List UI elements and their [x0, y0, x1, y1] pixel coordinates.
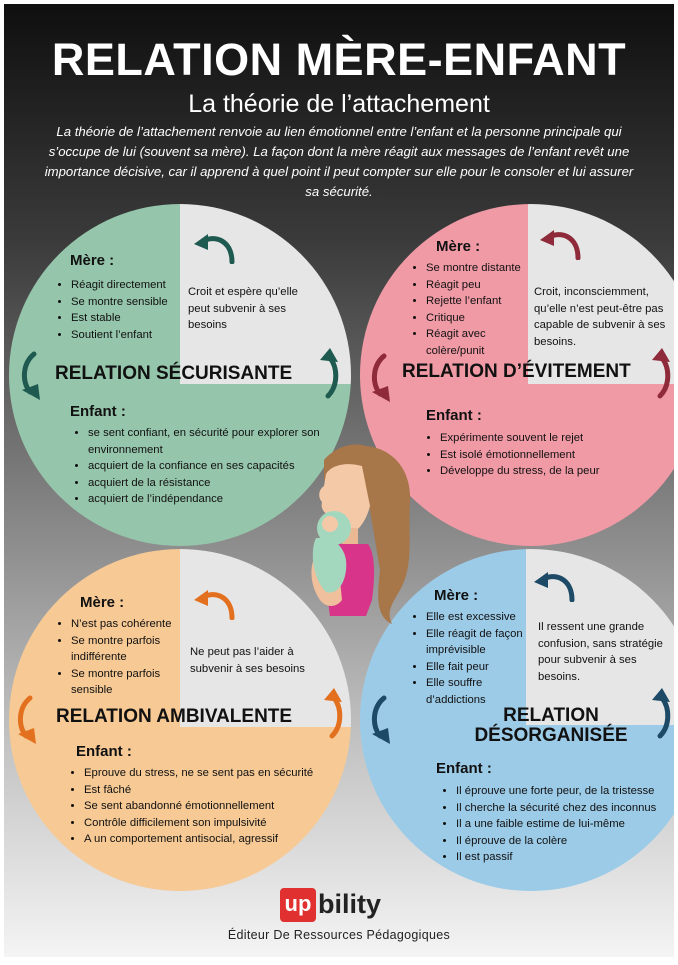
disorganized-title-line2: DÉSORGANISÉE	[474, 725, 628, 746]
list-item: acquiert de la confiance en ses capacité…	[88, 458, 346, 475]
list-item: N’est pas cohérente	[71, 616, 189, 633]
disorganized-title: RELATION DÉSORGANISÉE	[456, 706, 646, 746]
list-item: Il éprouve de la colère	[456, 833, 674, 850]
intro-text: La théorie de l’attachement renvoie au l…	[44, 124, 634, 199]
list-item: Elle est excessive	[426, 609, 540, 626]
list-item: Développe du stress, de la peur	[440, 463, 660, 480]
list-item: Il est passif	[456, 849, 674, 866]
list-item: Se montre parfois indifférente	[71, 633, 189, 666]
list-item: Se montre parfois sensible	[71, 666, 189, 699]
list-item: Elle fait peur	[426, 659, 540, 676]
disorganized-child-label: Enfant :	[436, 760, 492, 777]
list-item: Réagit avec colère/punit	[426, 326, 538, 359]
avoidant-child-list: Expérimente souvent le rejet Est isolé é…	[428, 430, 660, 480]
curved-arrow-icon	[22, 351, 40, 400]
disorganized-child-belief: Il ressent une grande confusion, sans st…	[538, 621, 663, 683]
list-item: Il a une faible estime de lui-même	[456, 816, 674, 833]
ambivalent-mother-label: Mère :	[80, 594, 125, 611]
list-item: Critique	[426, 310, 538, 327]
page-title: RELATION MÈRE-ENFANT	[51, 34, 627, 85]
curved-arrow-icon	[194, 234, 235, 264]
upbility-logo: up bility	[280, 888, 410, 922]
list-item: Elle réagit de façon imprévisible	[426, 626, 540, 659]
ambivalent-circle	[9, 549, 351, 891]
secure-title: RELATION SÉCURISANTE	[55, 363, 293, 384]
avoidant-mother-label: Mère :	[436, 238, 481, 255]
avoidant-mother-list: Se montre distante Réagit peu Rejette l’…	[414, 260, 538, 359]
list-item: Est fâché	[84, 782, 346, 799]
list-item: Réagit peu	[426, 277, 538, 294]
curved-arrow-icon	[540, 230, 581, 260]
ambivalent-child-list: Eprouve du stress, ne se sent pas en séc…	[72, 765, 346, 848]
ambivalent-child-belief: Ne peut pas l’aider à subvenir à ses bes…	[190, 646, 305, 675]
curved-arrow-icon	[652, 348, 671, 399]
secure-child-label: Enfant :	[70, 403, 126, 420]
disorganized-circle	[360, 549, 674, 891]
secure-child-list: se sent confiant, en sécurité pour explo…	[76, 425, 346, 508]
list-item: Se montre sensible	[71, 294, 189, 311]
disorganized-title-line1: RELATION	[503, 705, 599, 726]
avoidant-child-label: Enfant :	[426, 407, 482, 424]
curved-arrow-icon	[652, 688, 671, 739]
page-subtitle: La théorie de l’attachement	[188, 90, 490, 118]
curved-arrow-icon	[324, 688, 343, 739]
logo-text: bility	[318, 889, 382, 919]
curved-arrow-icon	[18, 695, 36, 744]
list-item: se sent confiant, en sécurité pour explo…	[88, 425, 346, 458]
list-item: Est isolé émotionnellement	[440, 447, 660, 464]
tagline: Éditeur De Ressources Pédagogiques	[227, 928, 451, 942]
disorganized-mother-label: Mère :	[434, 587, 479, 604]
list-item: A un comportement antisocial, agressif	[84, 831, 346, 848]
list-item: acquiert de l’indépendance	[88, 491, 346, 508]
list-item: Est stable	[71, 310, 189, 327]
secure-mother-list: Réagit directement Se montre sensible Es…	[59, 277, 189, 343]
list-item: Contrôle difficilement son impulsivité	[84, 815, 346, 832]
ambivalent-title: RELATION AMBIVALENTE	[56, 706, 293, 727]
curved-arrow-icon	[320, 348, 339, 399]
list-item: Expérimente souvent le rejet	[440, 430, 660, 447]
curved-arrow-icon	[194, 590, 235, 620]
curved-arrow-icon	[372, 353, 390, 402]
list-item: Soutient l’enfant	[71, 327, 189, 344]
list-item: Réagit directement	[71, 277, 189, 294]
secure-circle	[9, 204, 351, 546]
ambivalent-mother-list: N’est pas cohérente Se montre parfois in…	[59, 616, 189, 699]
mother-child-illustration	[311, 444, 411, 624]
secure-child-belief: Croit et espère qu’elle peut subvenir à …	[188, 286, 298, 331]
list-item: acquiert de la résistance	[88, 475, 346, 492]
list-item: Eprouve du stress, ne se sent pas en séc…	[84, 765, 346, 782]
list-item: Se montre distante	[426, 260, 538, 277]
curved-arrow-icon	[372, 695, 390, 744]
avoidant-title: RELATION D’ÉVITEMENT	[402, 361, 631, 382]
disorganized-mother-list: Elle est excessive Elle réagit de façon …	[414, 609, 540, 708]
avoidant-circle	[360, 204, 674, 546]
logo-mark: up	[280, 888, 316, 922]
disorganized-child-list: Il éprouve une forte peur, de la tristes…	[444, 783, 674, 866]
list-item: Se sent abandonné émotionnellement	[84, 798, 346, 815]
list-item: Il éprouve une forte peur, de la tristes…	[456, 783, 674, 800]
avoidant-child-belief: Croit, inconsciemment, qu’elle n’est peu…	[534, 286, 666, 348]
list-item: Elle souffre d’addictions	[426, 675, 540, 708]
curved-arrow-icon	[534, 572, 575, 602]
poster: RELATION MÈRE-ENFANT La théorie de l’att…	[4, 4, 674, 957]
secure-mother-label: Mère :	[70, 252, 115, 269]
list-item: Il cherche la sécurité chez des inconnus	[456, 800, 674, 817]
list-item: Rejette l’enfant	[426, 293, 538, 310]
ambivalent-child-label: Enfant :	[76, 743, 132, 760]
